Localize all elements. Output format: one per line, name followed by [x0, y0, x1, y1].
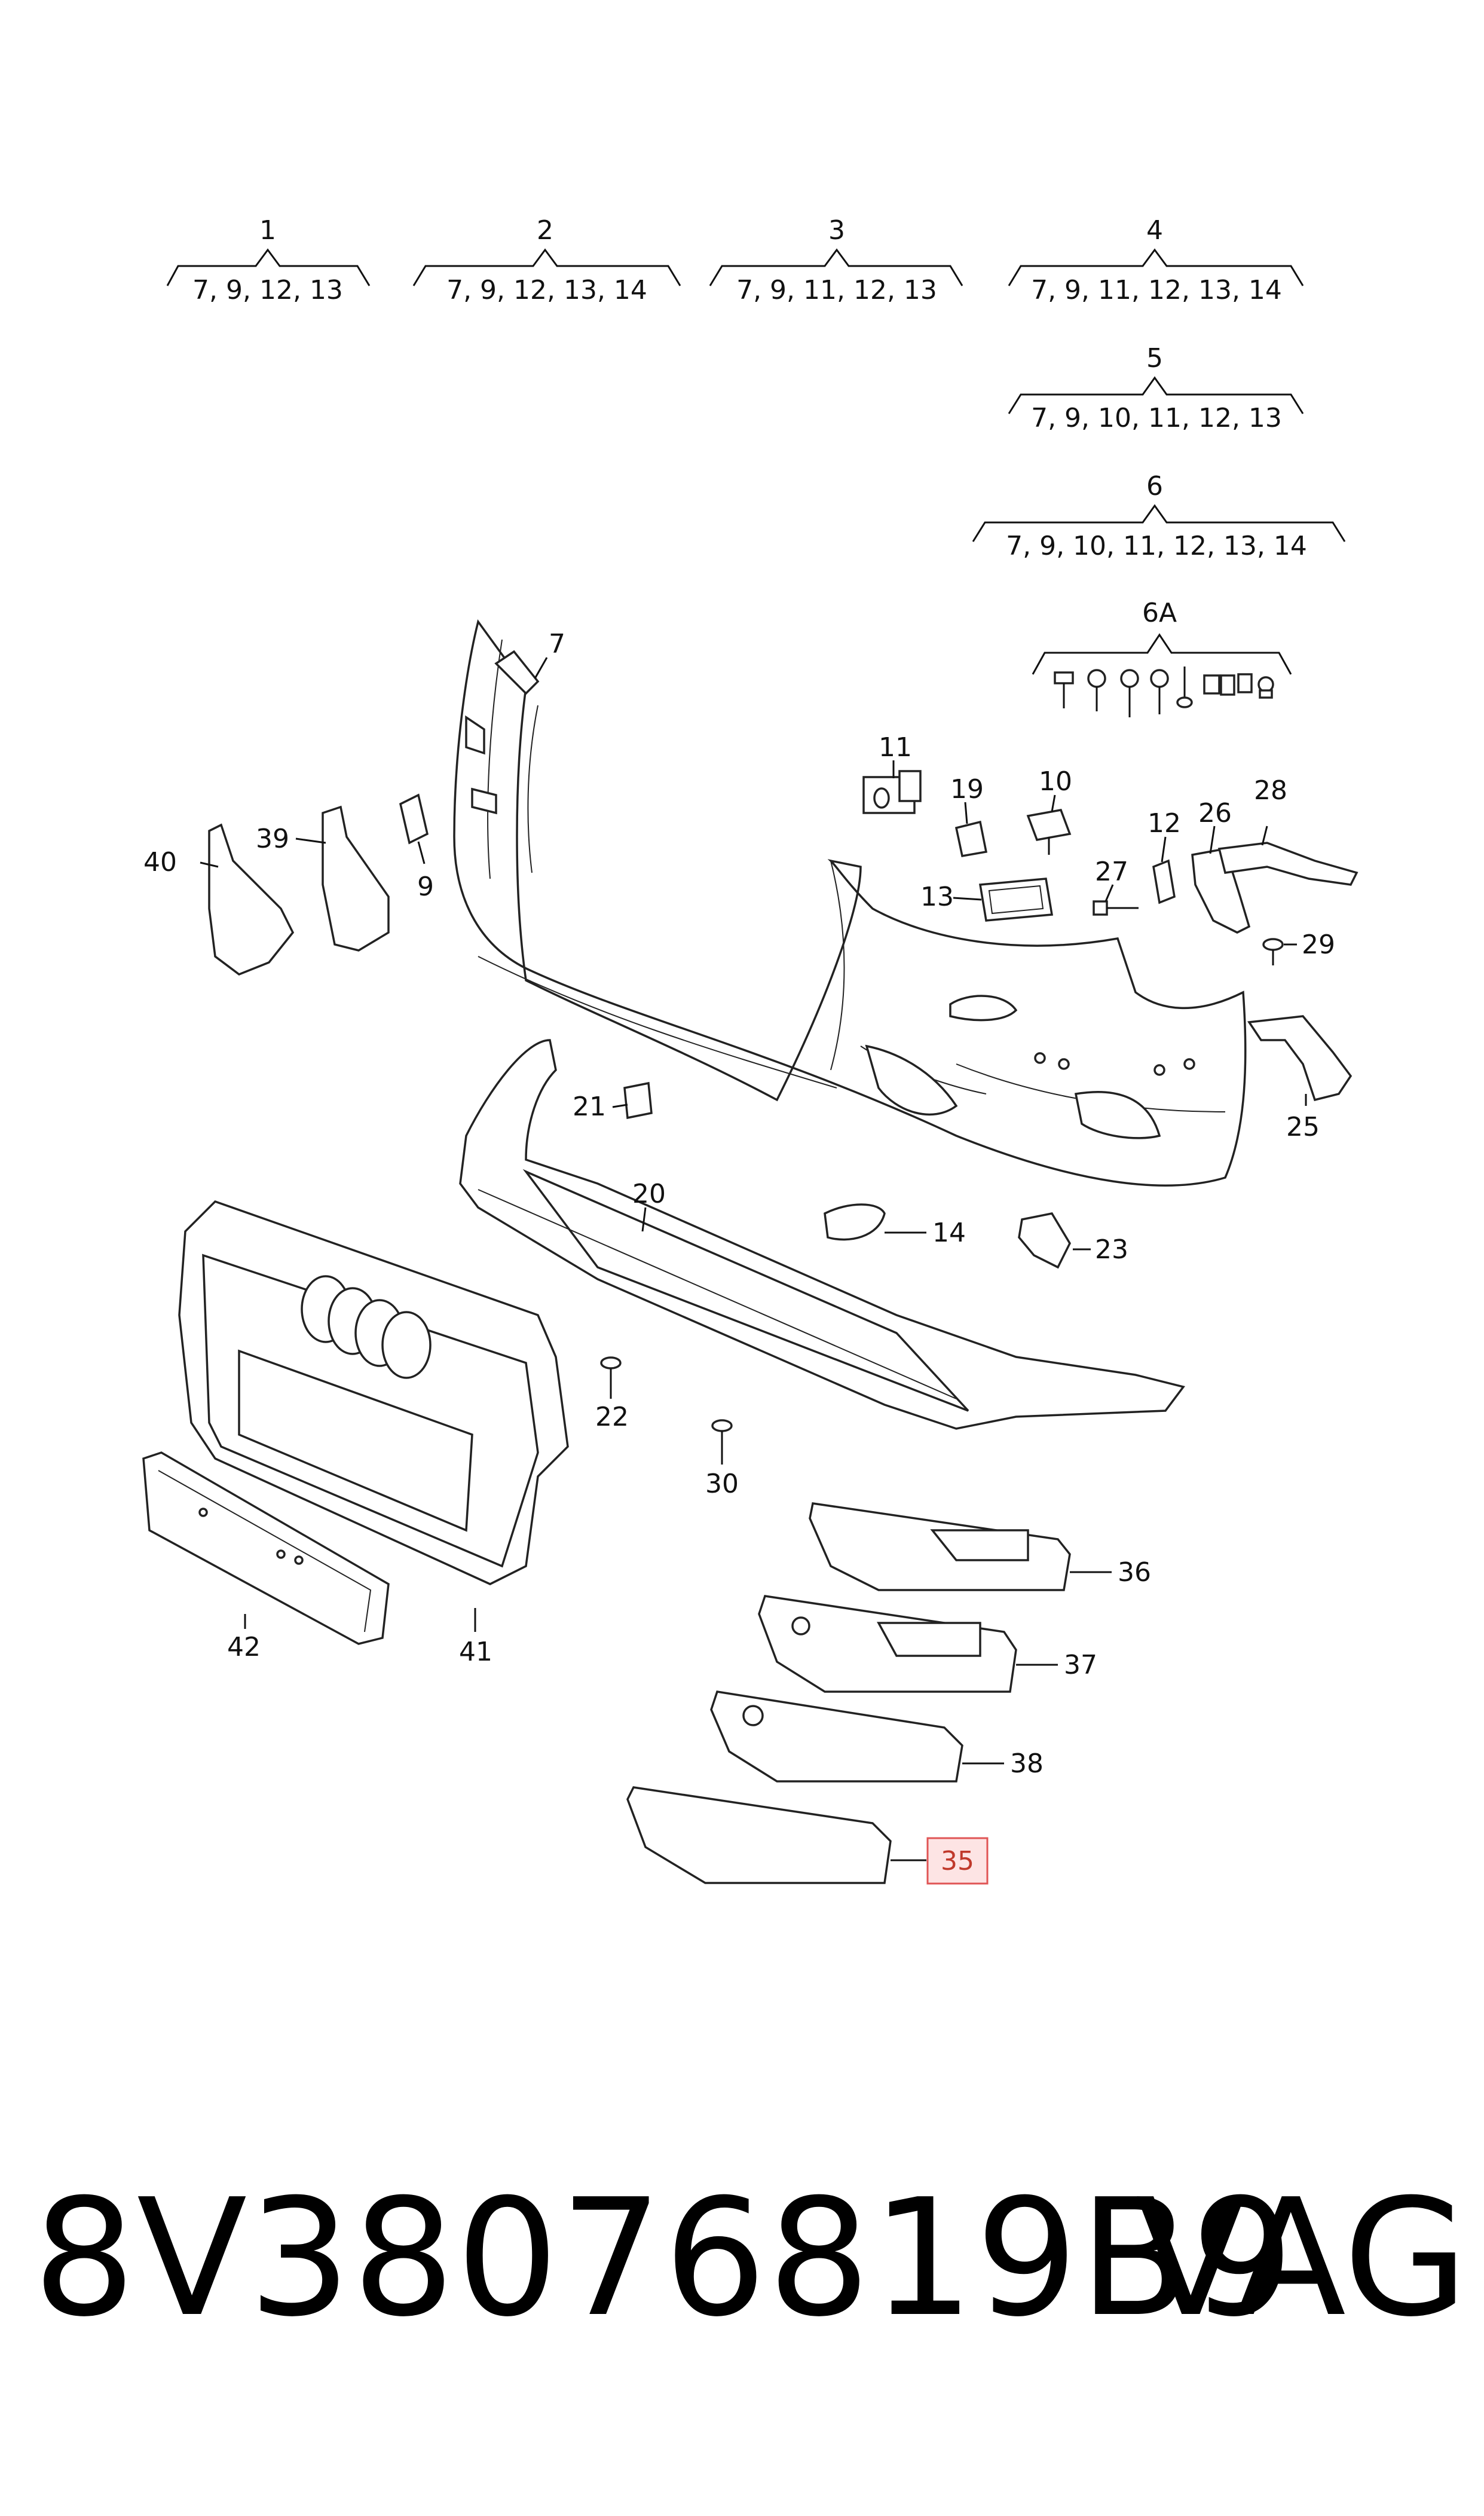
- callout-label: 9: [417, 872, 434, 902]
- variant-group-2: 2 7, 9, 12, 13, 14: [412, 215, 681, 305]
- variant-id: 1: [259, 215, 276, 246]
- variant-group-4: 4 7, 9, 11, 12, 13, 14: [1008, 215, 1304, 305]
- fog-lamp-grille-38: [710, 1690, 963, 1783]
- guide-28: [1217, 842, 1358, 886]
- brand-name: VAG: [1136, 2164, 1468, 2352]
- variant-parts: 7, 9, 11, 12, 13, 14: [1031, 275, 1282, 305]
- highlighted-callout-35[interactable]: 35: [926, 1837, 989, 1885]
- cover-13: [978, 878, 1054, 922]
- screw-icon: [1150, 669, 1169, 714]
- screw-icon: [1087, 669, 1106, 711]
- callout-label: 21: [573, 1092, 606, 1122]
- screw-29: [1262, 938, 1284, 965]
- callout-label: 38: [1010, 1748, 1044, 1779]
- fog-lamp-grille-35: [626, 1786, 892, 1884]
- bumper-cover: [453, 619, 1247, 1187]
- variant-group-5: 5 7, 9, 10, 11, 12, 13: [1008, 343, 1304, 433]
- vent-grille-40: [208, 823, 295, 976]
- variant-parts: 7, 9, 10, 11, 12, 13, 14: [1006, 531, 1307, 561]
- screw-30: [711, 1419, 733, 1444]
- variant-id: 6: [1146, 471, 1163, 502]
- callout-label: 19: [950, 774, 984, 805]
- bracket-11: [862, 770, 922, 814]
- variant-parts: 7, 9, 11, 12, 13: [736, 275, 937, 305]
- brand-rings-icon: [301, 1275, 432, 1379]
- clip-10: [1026, 809, 1072, 855]
- callout-label: 11: [879, 732, 912, 763]
- callout-label: 12: [1148, 808, 1181, 839]
- callout-label: 10: [1039, 766, 1072, 797]
- callout-label: 23: [1095, 1234, 1128, 1265]
- bumper-reinforcement: [459, 1039, 1185, 1430]
- callout-label: 22: [595, 1402, 629, 1432]
- clip-icon: [1257, 676, 1274, 699]
- screw-icon: [1054, 671, 1074, 708]
- variant-id: 2: [537, 215, 553, 246]
- callout-label: 40: [143, 847, 177, 878]
- clip-icon: [1203, 674, 1235, 696]
- fog-lamp-grille-36: [809, 1502, 1071, 1591]
- callout-label: 27: [1095, 857, 1128, 887]
- clip-21: [623, 1081, 653, 1120]
- callout-label: 26: [1198, 798, 1232, 829]
- variant-parts: 7, 9, 12, 13: [192, 275, 343, 305]
- bracket-7: [494, 650, 540, 695]
- part-number: 8V38076819B9: [33, 2164, 1295, 2352]
- callout-label: 41: [459, 1637, 492, 1667]
- callout-label: 36: [1118, 1557, 1151, 1588]
- license-plate-bracket: [142, 1451, 390, 1645]
- fog-lamp-grille-37: [758, 1595, 1017, 1693]
- leader-lines: [200, 657, 1307, 1861]
- callout-label: 42: [227, 1632, 261, 1662]
- bracket-12: [1152, 859, 1176, 904]
- variant-group-1: 1 7, 9, 12, 13: [166, 215, 371, 305]
- variant-group-3: 3 7, 9, 11, 12, 13: [709, 215, 963, 305]
- fastener-kit-6a: 6A: [1032, 598, 1292, 717]
- fastener-kit-id: 6A: [1142, 598, 1177, 628]
- variant-id: 4: [1146, 215, 1163, 246]
- screw-icon: [1120, 669, 1139, 717]
- bracket-23: [1018, 1212, 1071, 1269]
- cover-cap-9: [399, 793, 429, 845]
- callout-label: 37: [1064, 1650, 1097, 1680]
- variant-id: 3: [828, 215, 845, 246]
- callout-label: 25: [1286, 1112, 1320, 1142]
- callout-label: 13: [920, 882, 954, 912]
- callout-label: 39: [256, 824, 289, 854]
- radiator-grille: [178, 1200, 569, 1585]
- rivet-icon: [1176, 667, 1193, 708]
- callout-label: 28: [1254, 775, 1287, 806]
- screw-27: [1093, 900, 1139, 916]
- clip-icon: [1237, 673, 1253, 693]
- variant-parts: 7, 9, 12, 13, 14: [446, 275, 647, 305]
- screw-22: [600, 1356, 622, 1381]
- callout-label: 14: [932, 1218, 966, 1248]
- callout-label: 7: [549, 629, 565, 659]
- clip-19: [954, 820, 988, 858]
- variant-id: 5: [1146, 343, 1163, 374]
- callout-label: 29: [1302, 930, 1335, 960]
- callout-label: 20: [632, 1179, 666, 1209]
- callout-labels: 7 9 11 19 10 12 26 28 27 13 29 40 39 21 …: [143, 629, 1335, 1779]
- highlight-box: [926, 1837, 989, 1885]
- variant-parts: 7, 9, 10, 11, 12, 13: [1031, 403, 1282, 433]
- highlight-label: 35: [941, 1846, 974, 1876]
- vent-grille-39: [322, 805, 390, 952]
- callout-label: 30: [705, 1469, 739, 1499]
- tow-hook-cover-14: [824, 1203, 886, 1241]
- bracket-25: [1247, 1015, 1353, 1102]
- variant-group-6: 6 7, 9, 10, 11, 12, 13, 14: [972, 471, 1346, 561]
